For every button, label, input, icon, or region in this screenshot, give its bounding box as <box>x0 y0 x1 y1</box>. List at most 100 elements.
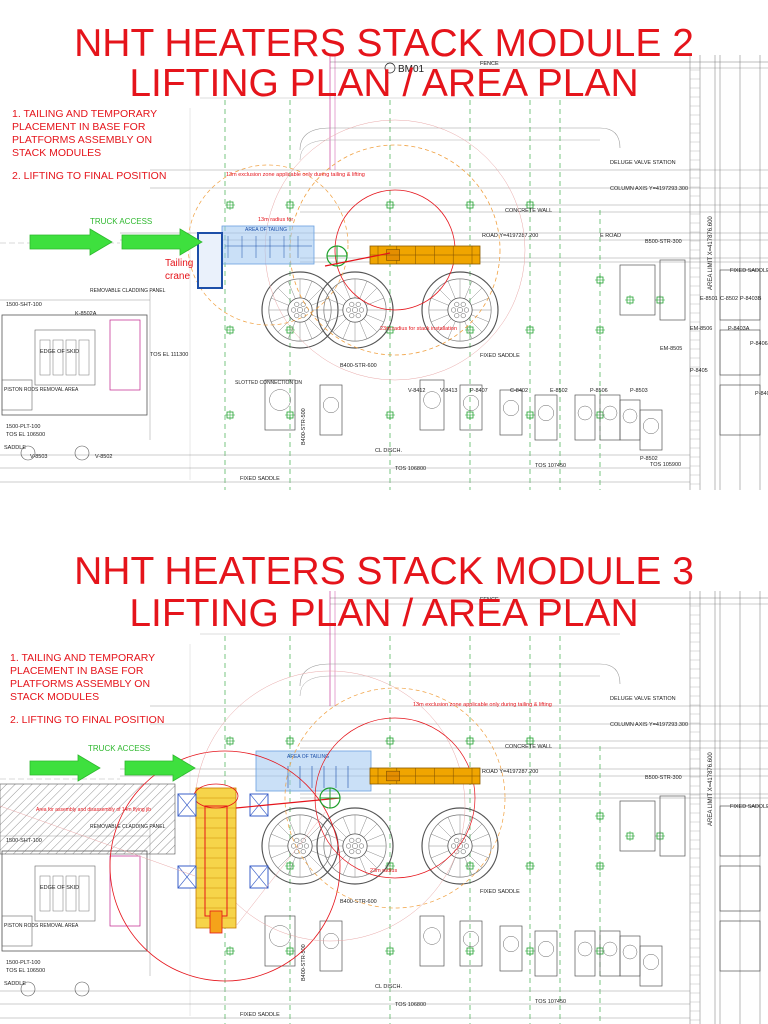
road-curve-2 <box>299 139 600 161</box>
module-2-note-tailing: 1. TAILING AND TEMPORARY PLACEMENT IN BA… <box>12 108 157 159</box>
label-tos_107450: TOS 107450 <box>535 999 566 1005</box>
label-tos_107450: TOS 107450 <box>535 463 566 469</box>
heater-wheel-a-spoke <box>271 833 290 842</box>
skid-magenta-box <box>109 319 141 391</box>
label-slotted: SLOTTED CONNECTION ON <box>235 380 302 386</box>
right-equipment-5 <box>719 384 761 436</box>
equipment-nozzle <box>463 931 479 947</box>
skid-cylinder <box>65 875 77 912</box>
equipment-block <box>264 379 296 431</box>
heater-wheel-a-spoke <box>277 317 293 333</box>
equipment-tag-E-8502: E-8502 <box>550 388 568 394</box>
radius-13m-circle <box>187 164 349 326</box>
heater-wheel-c-spoke <box>464 817 473 836</box>
road-curve-2 <box>299 675 600 697</box>
heater-wheel-c-bolt <box>454 301 460 307</box>
heater-wheel-b-hub <box>342 297 368 323</box>
heater-wheel-b-spoke <box>359 817 368 836</box>
heater-wheel-c-spoke <box>431 833 450 842</box>
module-3-note-lifting: 2. LIFTING TO FINAL POSITION <box>10 714 165 726</box>
heater-wheel-c-center <box>457 843 463 849</box>
heater-wheel-a-center <box>297 843 303 849</box>
module-3-notes: 1. TAILING AND TEMPORARY PLACEMENT IN BA… <box>10 652 170 737</box>
label-cl_disch: CL DISCH. <box>375 984 402 990</box>
equipment-block <box>534 394 558 441</box>
truck-arrow-1 <box>29 228 113 256</box>
equipment-nozzle <box>503 936 519 952</box>
equipment-nozzle <box>577 941 593 957</box>
right-equipment-4 <box>719 329 761 376</box>
heater-wheel-c-spoke <box>437 287 453 303</box>
tailing-crane-hook <box>209 910 223 934</box>
equipment-block <box>319 920 343 972</box>
skid-magenta-box <box>109 855 141 927</box>
heater-wheel-c-bolt <box>454 313 460 319</box>
label-saddle: SADDLE <box>4 445 26 451</box>
heater-wheel-b-bolt <box>358 843 364 849</box>
heater-wheel-b-bolt <box>349 849 355 855</box>
label-saddle: SADDLE <box>4 981 26 987</box>
right-equipment <box>619 264 656 316</box>
heater-wheel-b-center <box>352 307 358 313</box>
area-of-tailing-label: AREA OF TAILING <box>287 754 329 760</box>
heater-wheel-c-bolt <box>451 843 457 849</box>
equipment-block <box>639 945 663 987</box>
heater-wheel-a-spoke <box>287 856 296 875</box>
heater-wheel-a-spoke <box>287 281 296 300</box>
heater-wheel-b-spoke <box>326 833 345 842</box>
truck-access-label: TRUCK ACCESS <box>88 744 150 753</box>
tailing-label-1: Tailing <box>165 258 193 269</box>
heater-wheel-a-bolt <box>294 837 300 843</box>
label-b500_str_300: B500-STR-300 <box>645 239 682 245</box>
heater-wheel-b-spoke <box>342 856 351 875</box>
heater-wheel-b-bolt <box>349 313 355 319</box>
equipment-tag-EM-8505: EM-8505 <box>660 346 682 352</box>
heater-wheel-c-bolt <box>460 849 466 855</box>
equipment-nozzle <box>602 405 618 421</box>
heater-wheel-c-spoke <box>467 287 483 303</box>
heater-wheel-a-spoke <box>271 314 290 323</box>
heater-wheel-a-spoke <box>271 297 290 306</box>
heater-wheel-a-spoke <box>277 823 293 839</box>
skid-cylinder <box>39 339 51 376</box>
right-equipment-2 <box>659 259 686 321</box>
benchmark-label: BM01 <box>398 64 425 75</box>
vessel-circle <box>74 981 90 997</box>
equipment-tag-P-8406A: P-8406A <box>750 341 768 347</box>
equipment-tag-K-8502A: K-8502A <box>75 311 97 317</box>
label-fence: FENCE <box>480 597 499 603</box>
heater-wheel-a-spoke <box>277 287 293 303</box>
heater-wheel-a-hub <box>287 297 313 323</box>
label-fixed_saddle: FIXED SADDLE <box>480 889 520 895</box>
module-2-title-line1: NHT HEATERS STACK MODULE 2 <box>74 22 694 65</box>
skid-frame <box>34 329 96 386</box>
module-2-note-lifting: 2. LIFTING TO FINAL POSITION <box>12 170 167 182</box>
label-fixed_saddle: FIXED SADDLE <box>730 804 768 810</box>
skid-cylinder <box>78 339 90 376</box>
heater-wheel-b-spoke <box>342 817 351 836</box>
equipment-nozzle <box>643 418 659 434</box>
right-equipment-4 <box>719 865 761 912</box>
road-curve <box>299 127 621 151</box>
equipment-nozzle <box>269 925 291 947</box>
label-edge_skid: EDGE OF SKID <box>40 885 79 891</box>
heater-wheel-b-spoke <box>342 281 351 300</box>
heater-wheel-c-spoke <box>470 314 489 323</box>
road-curve <box>299 663 621 687</box>
label-column_axis: COLUMN AXIS Y=4197293.300 <box>610 722 688 728</box>
heater-wheel-b-spoke <box>365 850 384 859</box>
equipment-nozzle <box>622 944 638 960</box>
crane-lift-line <box>324 252 391 267</box>
heater-wheel-a-bolt <box>303 307 309 313</box>
heater-wheel-b-bolt <box>355 837 361 843</box>
skid-small-box <box>1 915 33 947</box>
label-b400_str_600: B400-STR-600 <box>340 899 377 905</box>
heater-wheel-c-spoke <box>464 856 473 875</box>
heater-wheel-b-spoke <box>362 823 378 839</box>
heater-wheel-b-spoke <box>359 856 368 875</box>
heater-wheel-a-spoke <box>307 823 323 839</box>
equipment-nozzle <box>423 391 441 409</box>
equipment-tag-V-8412: V-8412 <box>408 388 425 394</box>
label-road: ROAD Y=4197287.200 <box>482 233 538 239</box>
